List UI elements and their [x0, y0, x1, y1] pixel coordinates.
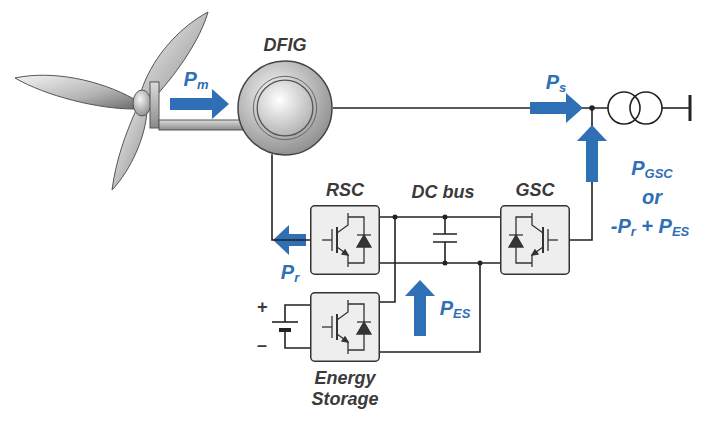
node-label: GSC	[480, 180, 590, 201]
generator-circle: DFIG	[237, 60, 333, 156]
subscript: r	[294, 270, 299, 285]
node-label: RSC	[290, 180, 400, 201]
converter-outline	[310, 292, 380, 362]
shape-drawing	[310, 205, 380, 275]
power-arrows	[170, 89, 607, 336]
converter-box: Energy Storage	[310, 292, 380, 362]
shape-drawing	[500, 205, 570, 275]
power-label: Ps	[546, 71, 567, 93]
wire	[380, 216, 500, 218]
generator-symbol	[237, 60, 333, 156]
subscript: ES	[672, 224, 689, 239]
converter-outline	[500, 205, 570, 275]
converter-outline	[310, 205, 380, 275]
node-label: DFIG	[225, 35, 345, 56]
converter-box: RSC	[310, 205, 380, 275]
power-label: Pr	[281, 261, 299, 283]
subscript: r	[631, 224, 636, 239]
hub-flange	[150, 82, 159, 128]
shape-drawing	[310, 292, 380, 362]
subscript: GSC	[645, 166, 673, 181]
shape-drawing	[237, 60, 333, 156]
power-label: PES	[440, 297, 471, 319]
polarity-sign: +	[257, 298, 268, 318]
node-label: Energy Storage	[295, 368, 395, 409]
polarity-sign: –	[257, 336, 267, 356]
bus-label: DC bus	[412, 183, 475, 203]
subscript: ES	[453, 306, 470, 321]
converter-box: GSC	[500, 205, 570, 275]
subscript: m	[197, 77, 209, 92]
power-label: PGSC	[631, 157, 673, 179]
subscript: s	[559, 80, 566, 95]
power-label: or	[642, 186, 662, 208]
power-label: -Pr + PES	[611, 215, 690, 237]
wire	[272, 154, 310, 240]
power-label: Pm	[184, 68, 209, 90]
